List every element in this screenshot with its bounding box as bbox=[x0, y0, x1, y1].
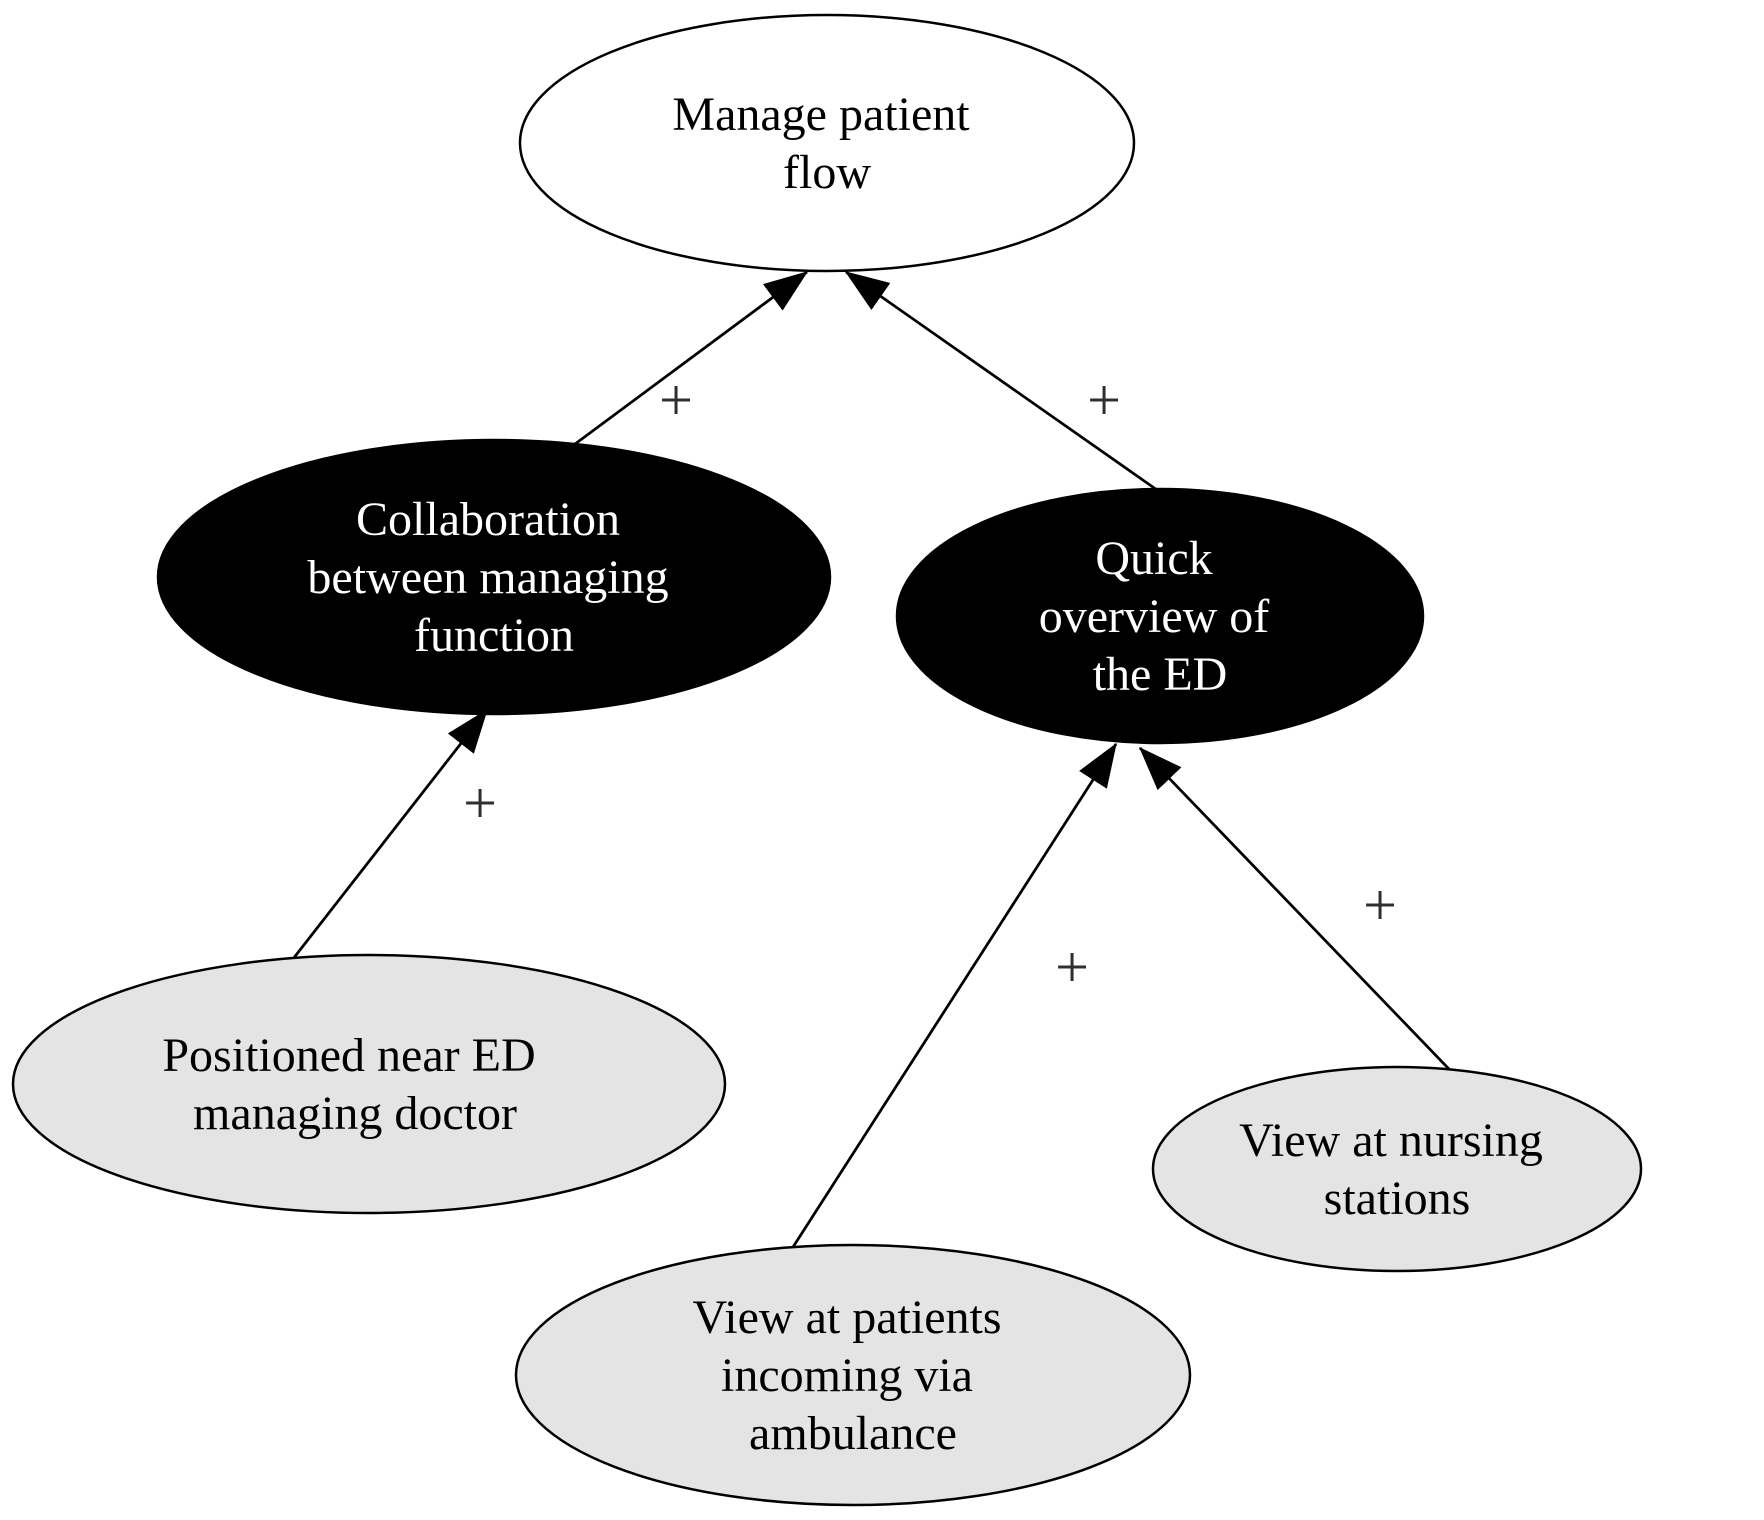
edge-positioned-near-to-collaboration bbox=[259, 708, 489, 1001]
node-ellipse bbox=[1151, 1065, 1643, 1273]
edge-view-nursing-to-quick-overview bbox=[1139, 747, 1499, 1121]
node-label: View at nursing stations bbox=[1239, 1114, 1555, 1225]
node-positioned-near-ed-managing-doctor: Positioned near ED managing doctor bbox=[11, 953, 727, 1215]
edge-collaboration-to-manage-patient-flow bbox=[539, 270, 809, 472]
node-view-at-patients-incoming-via-ambulance: View at patients incoming via ambulance bbox=[514, 1243, 1192, 1507]
node-manage-patient-flow: Manage patient flow bbox=[518, 13, 1136, 273]
node-ellipse bbox=[895, 487, 1425, 745]
edge-view-ambulance-to-quick-overview bbox=[757, 742, 1118, 1301]
node-label: Manage patient flow bbox=[672, 88, 981, 199]
node-quick-overview-of-the-ed: Quick overview of the ED bbox=[895, 487, 1425, 745]
node-view-at-nursing-stations: View at nursing stations bbox=[1151, 1065, 1643, 1273]
node-ellipse bbox=[518, 13, 1136, 273]
node-ellipse bbox=[11, 953, 727, 1215]
edge-label-plus: + bbox=[1055, 934, 1089, 1000]
node-ellipse bbox=[514, 1243, 1192, 1507]
node-label: Quick overview of the ED bbox=[1039, 532, 1282, 701]
edge-label-plus: + bbox=[463, 770, 497, 836]
node-label: Positioned near ED managing doctor bbox=[162, 1029, 547, 1140]
node-collaboration-between-managing-function: Collaboration between managing function bbox=[156, 438, 832, 716]
node-ellipse bbox=[156, 438, 832, 716]
edge-label-plus: + bbox=[1087, 367, 1121, 433]
node-label: Collaboration between managing function bbox=[307, 493, 680, 662]
edge-label-plus: + bbox=[659, 367, 693, 433]
edge-labels-layer: + + + + + bbox=[463, 367, 1397, 1000]
node-label: View at patients incoming via ambulance bbox=[692, 1291, 1013, 1460]
edge-label-plus: + bbox=[1363, 872, 1397, 938]
